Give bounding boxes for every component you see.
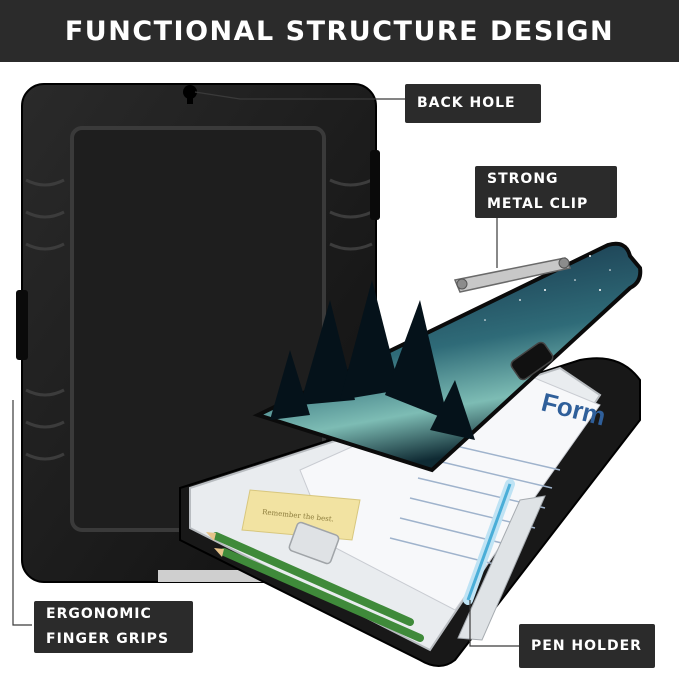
leader-back-hole — [194, 91, 405, 100]
callout-metal-clip: STRONG METAL CLIP — [475, 166, 617, 218]
sticky-memo: Remember the best. — [241, 489, 361, 541]
pen-icon — [463, 479, 515, 605]
pencil-2 — [214, 548, 424, 642]
pencil-1 — [206, 532, 414, 626]
metal-clip-icon — [453, 257, 572, 293]
callout-back-hole: BACK HOLE — [405, 84, 541, 123]
callout-pen-holder-label: PEN HOLDER — [531, 637, 642, 654]
callout-metal-clip-line1: STRONG — [487, 171, 559, 187]
callout-pen-holder: PEN HOLDER — [519, 624, 655, 668]
finger-grips-left — [25, 178, 65, 461]
tree-silhouettes — [270, 280, 475, 440]
page-banner: FUNCTIONAL STRUCTURE DESIGN — [0, 0, 679, 62]
tray-latch — [288, 521, 340, 565]
callout-back-hole-label: BACK HOLE — [417, 95, 516, 111]
side-latch-left — [16, 290, 28, 360]
callout-finger-grips: ERGONOMIC FINGER GRIPS — [34, 601, 193, 653]
clipboard-open-view: Form Remember the best. — [179, 241, 643, 667]
leader-finger-grips — [12, 400, 32, 626]
callout-finger-grips-line2: FINGER GRIPS — [46, 631, 170, 647]
callout-finger-grips-line1: ERGONOMIC — [46, 606, 152, 622]
side-latch-right — [370, 150, 380, 220]
ruler — [457, 495, 546, 641]
clipboard-lid — [252, 241, 643, 473]
back-hole-icon — [183, 85, 197, 104]
callout-metal-clip-line2: METAL CLIP — [487, 196, 589, 212]
banner-title: FUNCTIONAL STRUCTURE DESIGN — [64, 15, 615, 47]
leader-pen-holder — [469, 600, 519, 647]
clipboard-back-view — [16, 83, 380, 583]
leader-lines — [12, 91, 519, 647]
lid-hinge — [510, 341, 554, 381]
